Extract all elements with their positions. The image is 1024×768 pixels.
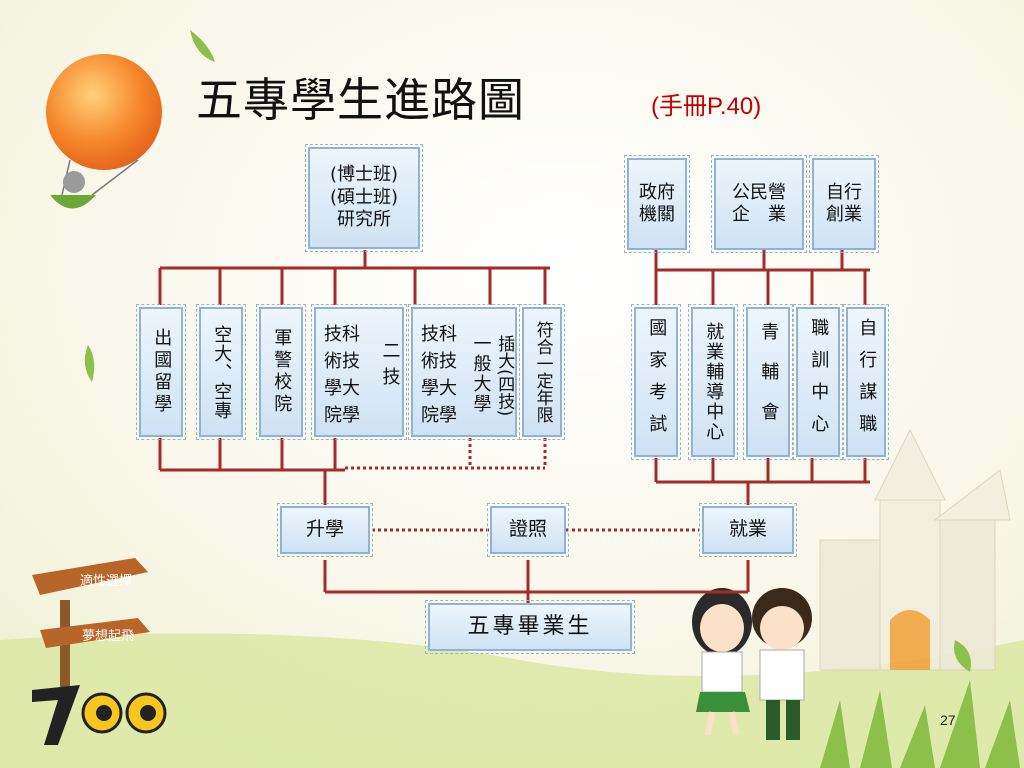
page-subtitle: (手冊P.40) <box>651 93 762 120</box>
node-two-year-tech-label: 技科 術技 學大 院學 <box>324 324 360 426</box>
page-title: 五專學生進路圖 <box>196 73 525 127</box>
node-graduate-school-line3: 研究所 <box>337 209 391 231</box>
node-tech-general-university-b: 一般大學 <box>470 333 492 414</box>
sign-label-2: 夢想起飛 <box>82 628 134 644</box>
node-self-startup: 自行 創業 <box>809 155 879 253</box>
logo-icon <box>32 685 167 745</box>
node-tech-general-university-label: 技科 術技 學大 院學 <box>421 324 457 426</box>
castle-illustration <box>819 428 1011 671</box>
signpost-illustration <box>32 558 150 690</box>
node-transfer-exam: 插大(四技) <box>494 335 515 417</box>
node-further-study: 升學 <box>277 503 373 557</box>
node-graduate-school-line2: (碩士班) <box>329 186 399 208</box>
sign-label-1: 適性選擇 <box>80 573 132 589</box>
node-graduate-school: (博士班) (碩士班) 研究所 <box>305 144 423 252</box>
node-certificate: 證照 <box>487 503 569 557</box>
node-youth-counseling: 青輔會 <box>743 304 793 460</box>
node-government-agency: 政府 機關 <box>624 155 690 253</box>
node-military-police-school: 軍警校院 <box>256 304 306 440</box>
node-tech-general-university: 技科 術技 學大 院學 一般大學 插大(四技) <box>408 304 520 440</box>
node-employment-counseling-center: 就業輔導中心 <box>688 304 738 460</box>
node-meet-time-limit: 符合一定年限 <box>519 304 565 440</box>
balloon-illustration <box>46 54 162 209</box>
node-graduate: 五專畢業生 <box>425 600 635 654</box>
node-vocational-training-center: 職訓中心 <box>793 304 843 460</box>
node-public-private-enterprise: 公民營 企 業 <box>711 155 807 253</box>
node-open-university: 空大、空專 <box>196 304 246 440</box>
node-self-job-seeking: 自行謀職 <box>843 304 889 460</box>
node-graduate-school-line1: (博士班) <box>329 164 399 186</box>
node-study-abroad: 出國留學 <box>136 304 186 440</box>
page-number: 27 <box>940 712 956 728</box>
node-two-year-tech-suffix: 二技 <box>379 341 401 393</box>
students-illustration <box>692 588 812 740</box>
node-two-year-tech: 技科 術技 學大 院學 二技 <box>311 304 407 440</box>
node-national-exam: 國家考試 <box>631 304 681 460</box>
node-employment: 就業 <box>699 503 797 557</box>
